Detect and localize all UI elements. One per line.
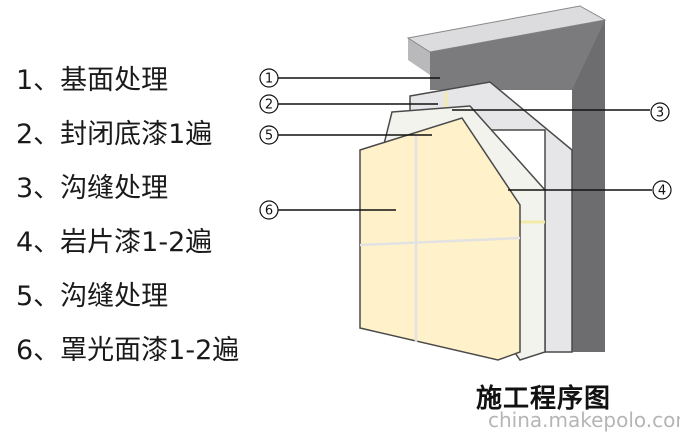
svg-text:1: 1	[265, 72, 273, 87]
watermark: china.makepolo.com	[488, 408, 680, 432]
finish-tile	[359, 117, 521, 361]
step-item-6: 6、罩光面漆1-2遍	[16, 335, 240, 366]
svg-text:4: 4	[658, 184, 666, 199]
svg-text:3: 3	[656, 106, 664, 121]
callout-2: 2	[259, 94, 279, 114]
callout-1: 1	[259, 68, 279, 88]
step-list: 1、基面处理 2、封闭底漆1遍 3、沟缝处理 4、岩片漆1-2遍 5、沟缝处理 …	[16, 54, 276, 378]
svg-text:6: 6	[265, 204, 273, 219]
callout-4: 4	[652, 180, 672, 200]
svg-text:5: 5	[265, 129, 273, 144]
svg-text:2: 2	[265, 98, 273, 113]
diagram-caption: 施工程序图	[476, 384, 612, 414]
step-item-3: 3、沟缝处理	[16, 173, 169, 204]
base-wall-side	[408, 38, 430, 75]
step-item-2: 2、封闭底漆1遍	[16, 119, 213, 150]
callout-6: 6	[259, 200, 279, 220]
callout-5: 5	[259, 125, 279, 145]
callout-3: 3	[650, 102, 670, 122]
base-wall-right-face	[572, 20, 605, 352]
step-item-5: 5、沟缝处理	[16, 281, 169, 312]
step-item-4: 4、岩片漆1-2遍	[16, 227, 213, 258]
tile-grout-horizontal	[359, 236, 521, 247]
step-item-1: 1、基面处理	[16, 65, 169, 96]
